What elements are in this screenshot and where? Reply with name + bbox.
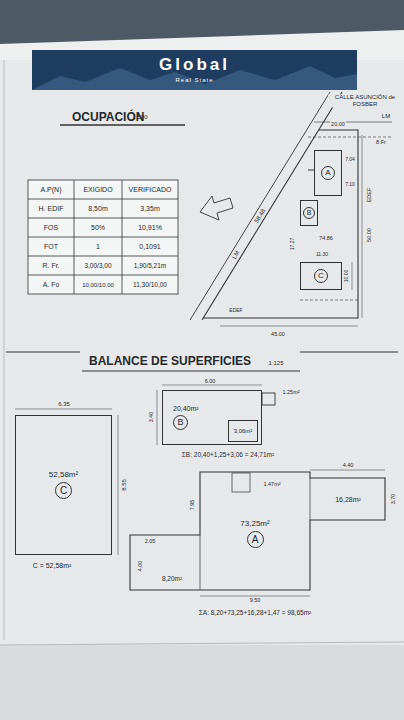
table-cell: 1 <box>96 243 100 251</box>
heading-underline <box>82 370 300 371</box>
table-cell: 10,00/10,00 <box>82 281 114 288</box>
site-plan <box>190 92 392 326</box>
building-outline: 3,06m² <box>228 420 258 442</box>
building-letter: B <box>173 415 188 430</box>
dimension-label: 3.40 <box>148 411 154 424</box>
dimension-label: 17.27 <box>290 238 296 251</box>
paper-lower-sheet <box>0 645 404 720</box>
dimension-label: 58.48 <box>253 207 268 225</box>
table-cell: 3,00/3,00 <box>84 262 111 269</box>
dimension-label: EDEF <box>229 308 242 314</box>
dimension-label: 1:500 <box>132 114 147 121</box>
dimension-label: 8.55 <box>121 478 128 492</box>
building-outline: C <box>300 262 342 290</box>
building-letter: C <box>314 269 328 283</box>
dimension-label: C = 52,58m² <box>33 562 72 570</box>
watermark-banner <box>32 50 357 90</box>
table-cell: H. EDIF <box>39 205 64 213</box>
watermark-text: Global <box>159 56 230 75</box>
table-cell: 3,35m <box>140 205 159 213</box>
dimension-label: CALLE ASUNCIÓN de FOSBER <box>328 94 402 107</box>
dimension-label: 16,28m² <box>335 496 361 504</box>
dimension-label: 1:125 <box>268 360 283 367</box>
dimension-label: LM <box>382 113 390 120</box>
table-cell: 50% <box>91 224 105 232</box>
area-value: 73,25m² <box>240 520 269 529</box>
area-value: 20,40m² <box>173 405 199 413</box>
dimension-label: 2.05 <box>145 538 156 544</box>
table-cell: FOT <box>44 243 58 251</box>
building-outline: 52,58m² C <box>15 415 112 555</box>
table-cell: EXIGIDO <box>83 186 112 194</box>
dimension-label: 8.Fr <box>375 139 387 145</box>
heading-underline <box>60 124 185 125</box>
table-cell: 11,30/10,00 <box>133 281 167 288</box>
dimension-label: 74.86 <box>319 235 333 241</box>
table-cell: R. Fr. <box>42 262 59 270</box>
dimension-label: 8,20m² <box>162 575 182 582</box>
dimension-label: 7.95 <box>189 500 195 511</box>
building-outline: A <box>314 150 342 196</box>
dimension-label: 7.10 <box>345 182 355 188</box>
table-cell: 8,50m <box>88 205 107 213</box>
building-letter: B <box>303 207 315 219</box>
section-heading: BALANCE DE SUPERFICIES <box>89 355 251 368</box>
building-a-plan <box>130 470 385 596</box>
building-c-plan <box>15 409 118 555</box>
dimension-label: ΣB: 20,40+1,25+3,06 = 24,71m² <box>182 451 274 458</box>
watermark-text: Real State <box>175 77 213 84</box>
dimension-label: 7.04 <box>345 157 355 163</box>
table-cell: 1,90/5,21m <box>134 262 167 269</box>
dimension-label: 20.00 <box>330 121 346 127</box>
dimension-label: 45.00 <box>271 331 285 337</box>
table-cell: A.P(N) <box>41 186 62 194</box>
dimension-label: 3.70 <box>390 494 396 505</box>
dimension-label: ΣA: 8,20+73,25+16,28+1,47 = 98,65m² <box>199 609 311 616</box>
building-outline: 20,40m² B 3,06m² <box>162 390 262 445</box>
dimension-label: 50.00 <box>366 227 372 243</box>
building-outline: 73,25m² A <box>200 478 310 590</box>
sheet-fold <box>4 60 5 640</box>
table-grid <box>28 180 178 294</box>
dimension-label: 6.00 <box>204 378 217 384</box>
dimension-label: 4.40 <box>342 462 355 468</box>
dimension-label: 10.00 <box>344 269 350 284</box>
building-letter: A <box>247 531 264 548</box>
building-outline: B <box>300 200 318 226</box>
building-letter: C <box>55 482 72 499</box>
dimension-label: 4.00 <box>137 561 143 572</box>
sheet-edge <box>0 642 404 645</box>
dimension-label: 11.30 <box>316 252 328 258</box>
area-value: 52,58m² <box>49 471 78 480</box>
building-letter: A <box>321 166 335 180</box>
table-cell: FOS <box>44 224 58 232</box>
table-cell: A. Fo <box>43 281 60 289</box>
table-cell: VERIFICADO <box>129 186 172 194</box>
dimension-label: 1.47m² <box>263 481 280 487</box>
dimension-label: 9.50 <box>249 597 262 603</box>
dimension-label: 6.35 <box>57 401 71 408</box>
dimension-label: LM <box>230 249 241 261</box>
area-value: 3,06m² <box>234 428 253 435</box>
table-cell: 0,1091 <box>139 243 160 251</box>
dimension-label: 1.25m² <box>282 389 299 395</box>
watermark-banner: GlobalReal State <box>32 50 357 90</box>
table-cell: 10,91% <box>138 224 162 232</box>
dimension-label: EDEF <box>366 187 372 204</box>
building-b-plan <box>157 385 275 445</box>
